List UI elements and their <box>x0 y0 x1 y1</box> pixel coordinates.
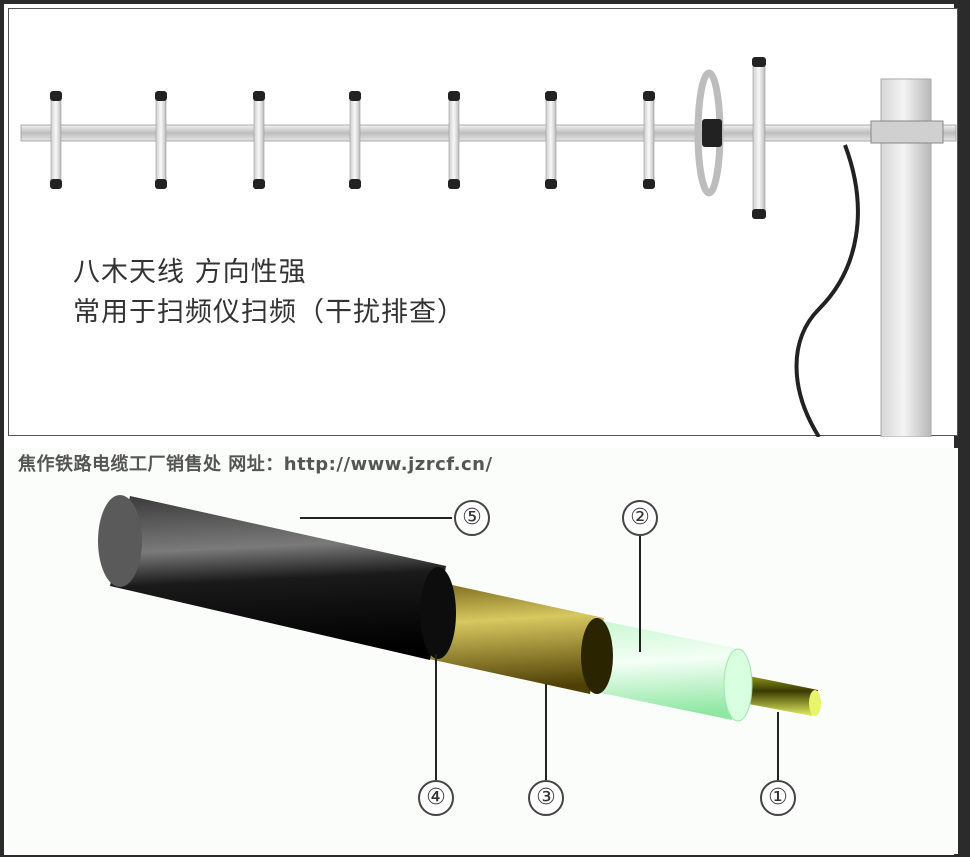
callout-3: ③ <box>528 780 564 816</box>
outer-jacket <box>110 496 446 660</box>
antenna-caption: 八木天线 方向性强 常用于扫频仪扫频（干扰排查） <box>73 253 465 333</box>
callout-5: ⑤ <box>454 500 490 536</box>
yagi-antenna-drawing <box>9 9 959 437</box>
reflector-element <box>752 57 766 219</box>
callout-1: ① <box>760 780 796 816</box>
mount-bracket <box>871 121 943 143</box>
yagi-antenna-panel: 八木天线 方向性强 常用于扫频仪扫频（干扰排查） <box>8 8 958 436</box>
callout-2: ② <box>622 500 658 536</box>
watermark-text: 焦作铁路电缆工厂销售处 网址：http://www.jzrcf.cn/ <box>18 450 493 476</box>
feed-cable <box>797 145 858 437</box>
caption-line-1: 八木天线 方向性强 <box>73 253 465 293</box>
callout-4: ④ <box>418 780 454 816</box>
caption-line-2: 常用于扫频仪扫频（干扰排查） <box>73 293 465 333</box>
